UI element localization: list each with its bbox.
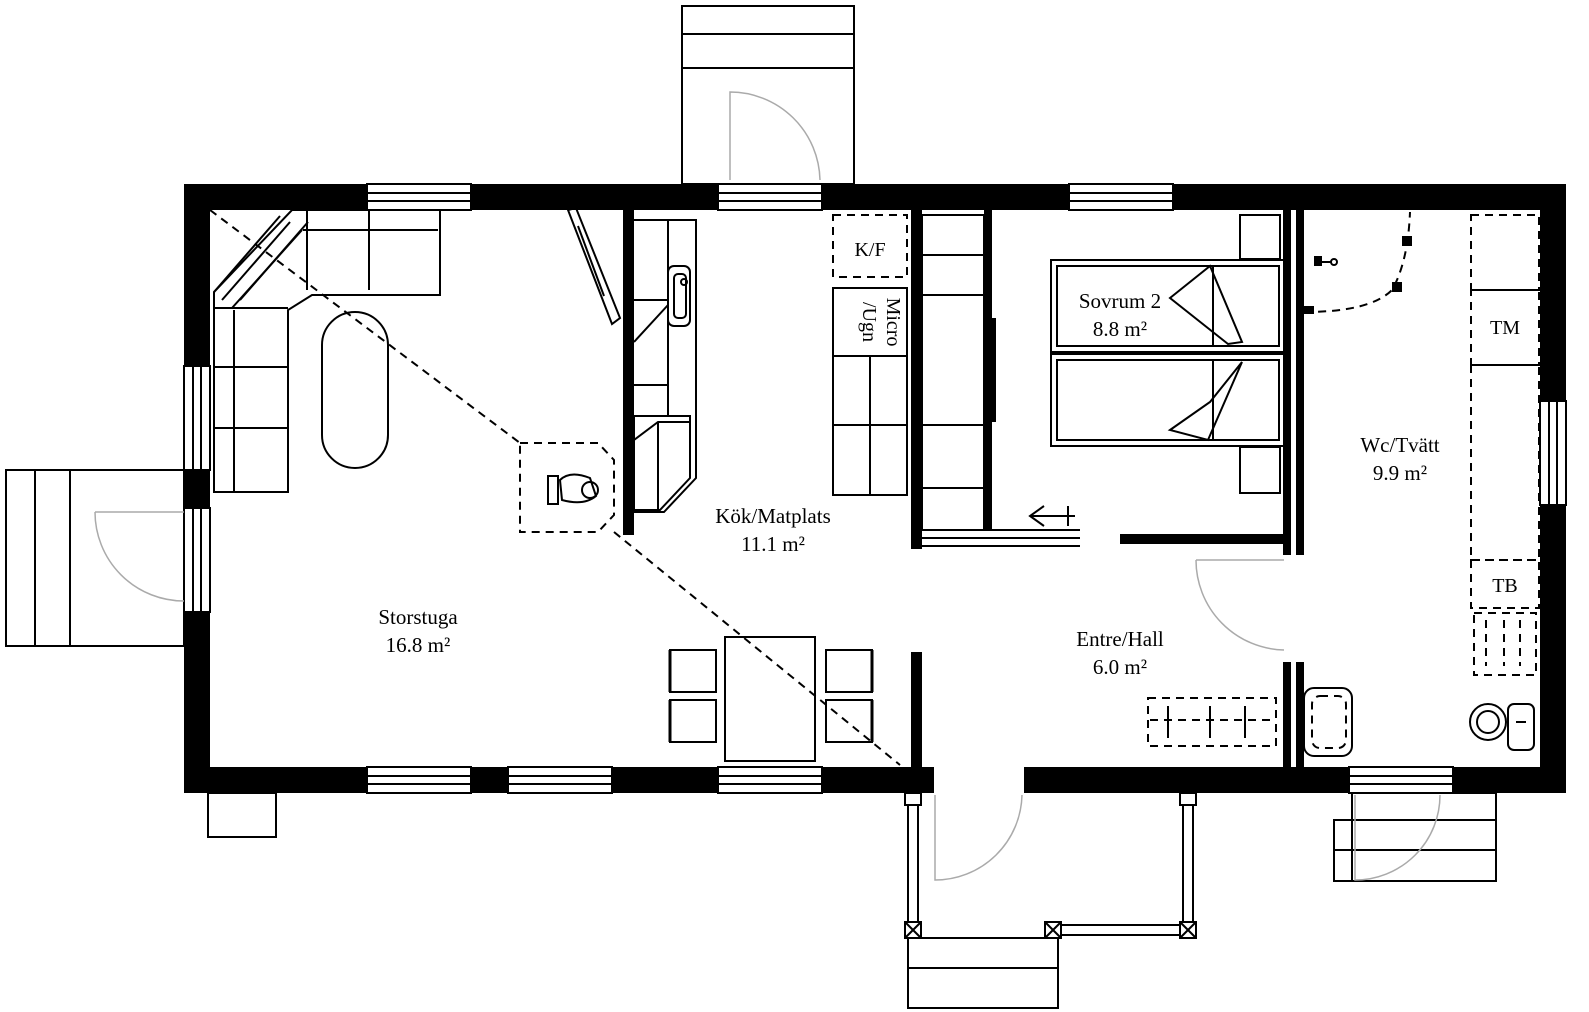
label-wc-name: Wc/Tvätt bbox=[1360, 433, 1439, 457]
shoe-rack-icon bbox=[1147, 697, 1277, 747]
interior-doors bbox=[1195, 559, 1285, 651]
label-kok-name: Kök/Matplats bbox=[715, 504, 831, 528]
laundry-fixtures-icon bbox=[1470, 214, 1540, 676]
label-tm: TM bbox=[1490, 317, 1520, 339]
left-entrance bbox=[5, 469, 185, 647]
label-kf: K/F bbox=[854, 239, 885, 261]
windows bbox=[183, 183, 1567, 794]
fixture-labels: K/F Micro /Ugn TM TB bbox=[854, 239, 1520, 597]
bottom-left-step bbox=[207, 792, 277, 838]
label-storstuga-area: 16.8 m² bbox=[386, 633, 451, 657]
toilet-icon bbox=[1469, 703, 1535, 751]
label-wc-area: 9.9 m² bbox=[1373, 461, 1427, 485]
label-storstuga-name: Storstuga bbox=[378, 605, 458, 629]
sofa-icon bbox=[213, 209, 441, 493]
top-entrance bbox=[681, 5, 855, 185]
label-ugn: /Ugn bbox=[858, 302, 880, 342]
tv-icon bbox=[566, 206, 622, 326]
label-sovrum-name: Sovrum 2 bbox=[1079, 289, 1161, 313]
kitchen-right-icon bbox=[832, 214, 1080, 547]
bottom-right-entrance bbox=[1333, 792, 1497, 882]
beam-line bbox=[209, 209, 901, 766]
shower-icon bbox=[1303, 211, 1412, 314]
room-labels: Storstuga 16.8 m² Kök/Matplats 11.1 m² S… bbox=[378, 289, 1439, 679]
label-kok-area: 11.1 m² bbox=[741, 532, 805, 556]
label-micro: Micro bbox=[882, 298, 904, 347]
label-entre-area: 6.0 m² bbox=[1093, 655, 1147, 679]
front-porch bbox=[904, 792, 1197, 1009]
sink-icon bbox=[1303, 687, 1353, 757]
label-entre-name: Entre/Hall bbox=[1076, 627, 1164, 651]
bed-icon bbox=[1050, 214, 1285, 494]
dining-table-icon bbox=[668, 636, 874, 762]
label-tb: TB bbox=[1492, 575, 1518, 597]
stove-icon bbox=[519, 442, 615, 533]
coffee-table-icon bbox=[321, 311, 389, 469]
kitchen-counter-icon bbox=[633, 219, 697, 513]
label-sovrum-area: 8.8 m² bbox=[1093, 317, 1147, 341]
